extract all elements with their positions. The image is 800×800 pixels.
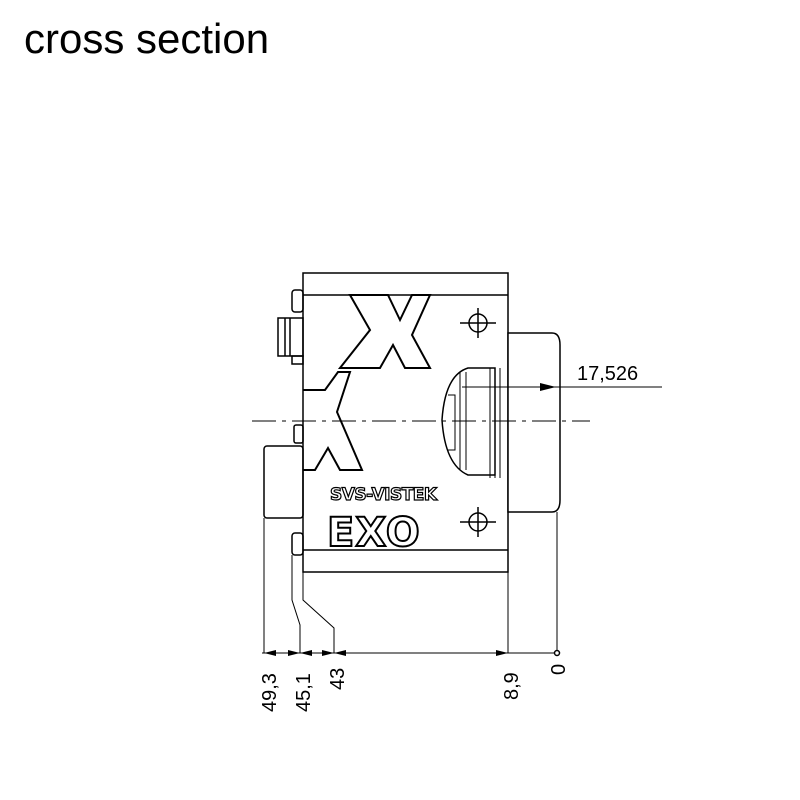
dim-label-sensor-offset: 17,526 xyxy=(577,363,638,385)
screw-bottom xyxy=(460,507,496,537)
sensor-glass xyxy=(448,394,456,451)
brand-maker: SVS-VISTEK xyxy=(330,485,438,505)
brand-model: EXO xyxy=(327,510,421,556)
ext-43 xyxy=(302,572,335,653)
dim-label-8-9: 8,9 xyxy=(501,672,523,700)
lens-mount xyxy=(507,332,561,513)
rear-connector-middle xyxy=(293,424,304,444)
ext-45-1 xyxy=(291,555,301,653)
page-title: cross section xyxy=(24,15,270,62)
dim-label-43: 43 xyxy=(327,668,349,690)
screw-top xyxy=(460,308,496,338)
mount-thread xyxy=(441,367,496,476)
dim-label-49-3: 49,3 xyxy=(259,673,281,712)
dim-label-45-1: 45,1 xyxy=(293,673,315,712)
rear-connector-bottom xyxy=(263,445,304,556)
x-logo-lower xyxy=(303,371,364,471)
rear-connector-top xyxy=(277,289,304,365)
dim-label-0: 0 xyxy=(548,664,570,675)
zero-origin-marker xyxy=(553,649,561,657)
x-logo-upper xyxy=(337,294,432,369)
